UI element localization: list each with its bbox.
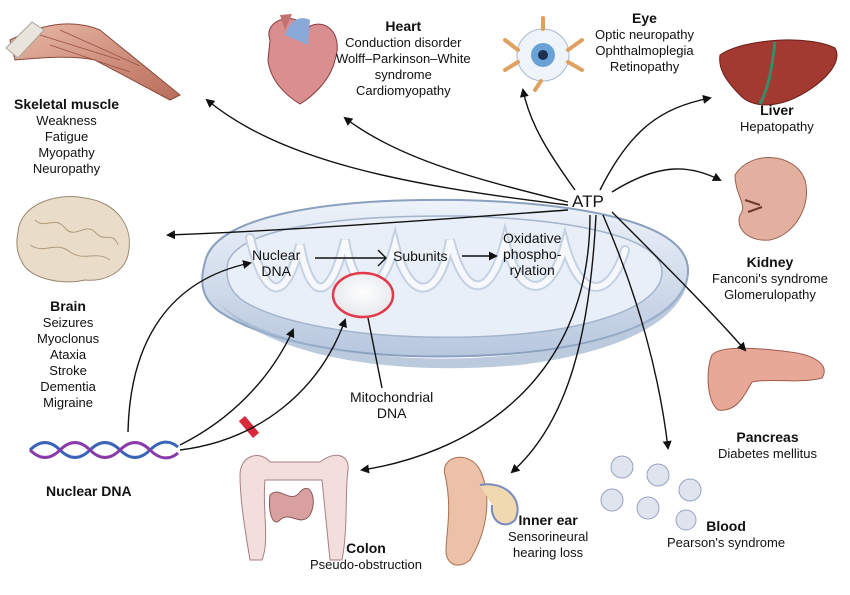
organ-label-brain: Brain Seizures Myoclonus Ataxia Stroke D… bbox=[37, 298, 100, 410]
organ-label-kidney: Kidney Fanconi's syndrome Glomerulopathy bbox=[712, 254, 828, 302]
arrow-to-pancreas bbox=[611, 211, 747, 352]
organ-label-blood: Blood Pearson's syndrome bbox=[667, 518, 786, 550]
organ-label-skeletal-muscle: Skeletal muscle Weakness Fatigue Myopath… bbox=[14, 96, 120, 176]
organ-label-pancreas: Pancreas Diabetes mellitus bbox=[718, 429, 817, 461]
arrow-to-blood bbox=[602, 214, 672, 450]
atp-label: ATP bbox=[572, 192, 604, 211]
mitochondrion-illustration bbox=[201, 198, 690, 369]
nuclear-dna-helix bbox=[28, 440, 179, 460]
nuclear-dna-source-label: Nuclear DNA bbox=[46, 483, 132, 499]
leader-mito-dna bbox=[367, 317, 383, 389]
skeletal-muscle-illustration bbox=[5, 21, 181, 101]
arrow-to-eye bbox=[519, 88, 576, 191]
arrow-to-inner-ear bbox=[510, 214, 597, 474]
arrow-nuclear-to-subunits bbox=[315, 249, 387, 267]
arrow-dna-to-mitochondrion-1 bbox=[179, 328, 295, 446]
arrow-to-skeletal-muscle bbox=[205, 98, 569, 206]
arrow-to-liver bbox=[599, 94, 712, 191]
blocked-import-mark bbox=[238, 416, 260, 438]
organ-label-inner-ear: Inner ear Sensorineural hearing loss bbox=[508, 512, 589, 560]
liver-illustration bbox=[719, 39, 838, 106]
kidney-illustration bbox=[734, 157, 807, 241]
inner-ear-illustration bbox=[444, 456, 519, 566]
organ-label-heart: Heart Conduction disorder Wolff–Parkinso… bbox=[336, 18, 471, 98]
subunits-label: Subunits bbox=[393, 248, 448, 264]
mitochondrial-dna-ring bbox=[331, 271, 395, 319]
arrow-dna-to-mitochondrion-2 bbox=[179, 318, 347, 451]
eye-illustration bbox=[503, 16, 584, 92]
inner-nuclear-dna-label: Nuclear DNA bbox=[252, 247, 301, 279]
arrow-to-kidney bbox=[611, 168, 722, 193]
blood-illustration bbox=[600, 455, 702, 531]
arrow-dna-to-nucleus bbox=[127, 260, 252, 433]
heart-illustration bbox=[267, 14, 338, 105]
pancreas-illustration bbox=[707, 347, 825, 411]
brain-illustration bbox=[16, 196, 130, 283]
colon-illustration bbox=[239, 454, 349, 561]
oxidative-phosphorylation-label: Oxidative phospho- rylation bbox=[503, 230, 562, 278]
organ-label-colon: Colon Pseudo-obstruction bbox=[310, 540, 423, 572]
organ-label-liver: Liver Hepatopathy bbox=[740, 102, 814, 134]
nuclear-dna-arrows bbox=[127, 260, 383, 451]
arrow-to-brain bbox=[166, 209, 569, 240]
organ-label-eye: Eye Optic neuropathy Ophthalmoplegia Ret… bbox=[595, 10, 695, 74]
arrow-to-colon bbox=[360, 214, 591, 474]
mitochondrial-dna-label: Mitochondrial DNA bbox=[350, 389, 434, 421]
atp-arrows bbox=[166, 88, 747, 474]
arrow-to-heart bbox=[343, 116, 569, 203]
